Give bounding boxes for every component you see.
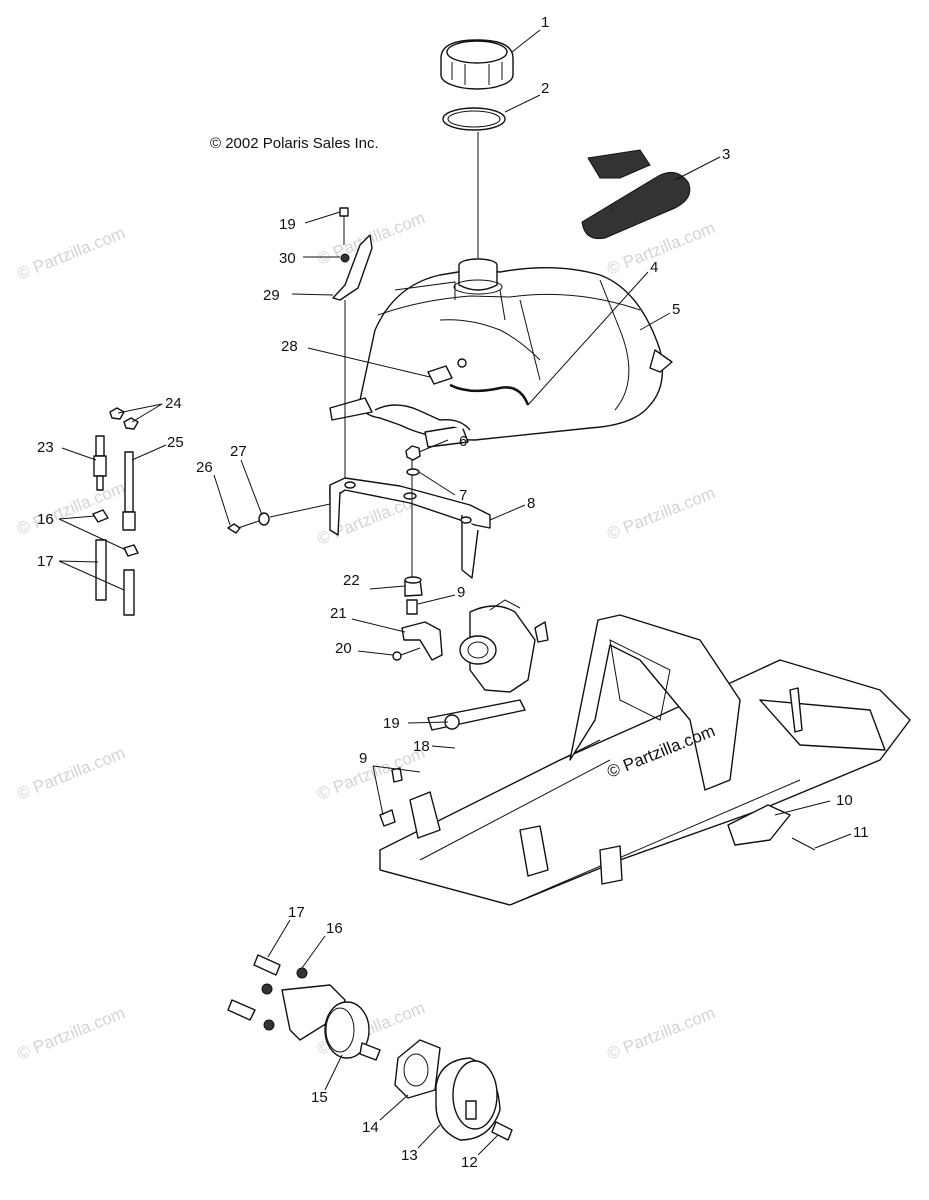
callout-label: 8 xyxy=(527,495,535,512)
callout-label: 9 xyxy=(359,750,367,767)
carb-bracket xyxy=(392,621,443,661)
callout-label: 26 xyxy=(196,459,213,476)
watermark: © Partzilla.com xyxy=(14,743,127,804)
callout-label: 13 xyxy=(401,1147,418,1164)
callout-label: 18 xyxy=(413,738,430,755)
fuel-line-fittings xyxy=(92,407,139,616)
callout-label: 29 xyxy=(263,287,280,304)
callout-label: 17 xyxy=(37,553,54,570)
o-ring xyxy=(442,107,506,131)
copyright-notice: © 2002 Polaris Sales Inc. xyxy=(210,135,379,152)
callout-label: 23 xyxy=(37,439,54,456)
nut-and-washer xyxy=(405,445,421,476)
callout-label: 25 xyxy=(167,434,184,451)
callout-label: 1 xyxy=(541,14,549,31)
callout-label: 20 xyxy=(335,640,352,657)
callout-label: 6 xyxy=(459,433,467,450)
callout-label: 17 xyxy=(288,904,305,921)
callout-label: 15 xyxy=(311,1089,328,1106)
fuel-valve xyxy=(227,954,513,1141)
callout-label: 12 xyxy=(461,1154,478,1171)
watermark: © Partzilla.com xyxy=(14,1003,127,1064)
callout-label: 14 xyxy=(362,1119,379,1136)
atv-frame xyxy=(379,614,911,906)
watermark: © Partzilla.com xyxy=(314,743,427,804)
callout-label: 19 xyxy=(279,216,296,233)
carburetor xyxy=(459,599,549,693)
leader-lines xyxy=(58,29,852,1156)
callout-label: 10 xyxy=(836,792,853,809)
callout-label: 27 xyxy=(230,443,247,460)
callout-label: 16 xyxy=(37,511,54,528)
callout-label: 7 xyxy=(459,487,467,504)
callout-label: 19 xyxy=(383,715,400,732)
callout-label: 30 xyxy=(279,250,296,267)
watermark: © Partzilla.com xyxy=(604,483,717,544)
fuel-tank xyxy=(329,258,673,448)
fuel-cap xyxy=(440,39,514,90)
callout-label: 3 xyxy=(722,146,730,163)
callout-label: 16 xyxy=(326,920,343,937)
callout-labels: 1 2 3 4 5 6 7 8 9 22 21 20 19 30 29 28 2… xyxy=(37,14,869,1171)
watermark: © Partzilla.com xyxy=(14,223,127,284)
foam-pad xyxy=(581,149,691,240)
callout-label: 22 xyxy=(343,572,360,589)
callout-label: 11 xyxy=(853,824,869,841)
grommet xyxy=(404,576,423,615)
tank-bracket xyxy=(329,477,491,579)
watermark: © Partzilla.com xyxy=(14,478,127,539)
callout-label: 24 xyxy=(165,395,182,412)
side-bolt xyxy=(227,503,331,534)
callout-label: 5 xyxy=(672,301,680,318)
callout-label: 9 xyxy=(457,584,465,601)
callout-label: 28 xyxy=(281,338,298,355)
callout-label: 4 xyxy=(650,259,658,276)
callout-label: 21 xyxy=(330,605,347,622)
watermark: © Partzilla.com xyxy=(604,1003,717,1064)
callout-label: 2 xyxy=(541,80,549,97)
